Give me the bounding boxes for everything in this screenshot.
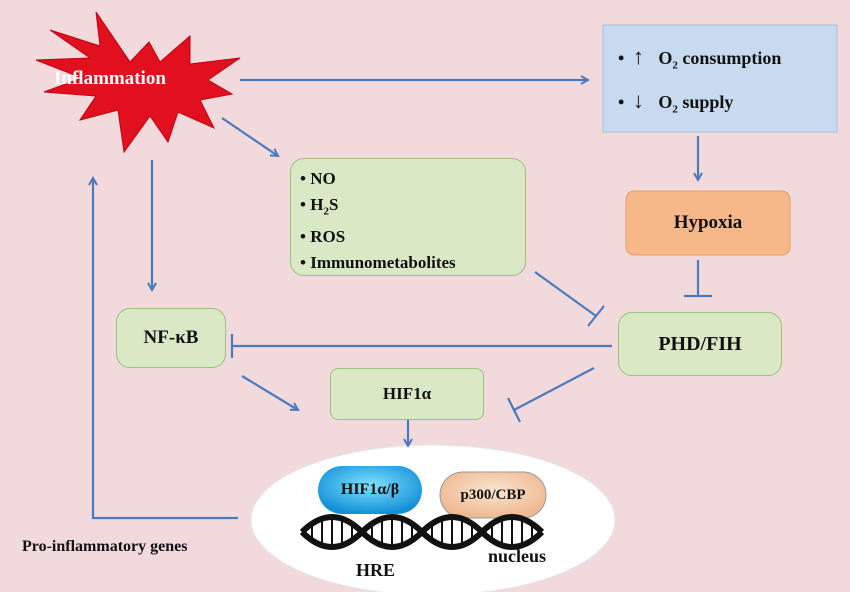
mediator-immuno-bullet: • — [300, 253, 306, 273]
mediator-ros-text: ROS — [310, 227, 346, 247]
arrow-nfkb-to-nucleus — [241, 375, 298, 410]
mediator-no-text: NO — [310, 169, 336, 188]
mediator-h2s-sub: 2 — [323, 205, 329, 218]
mediators-box — [290, 158, 526, 276]
mediator-immuno-text: Immunometabolites — [310, 253, 456, 273]
mediator-h2s-prefix: H — [310, 195, 324, 214]
down-arrow-icon: ↓ — [632, 88, 644, 113]
nfkb-box: NF-κB — [116, 308, 226, 368]
o2-supply-prefix: O — [658, 92, 673, 112]
hypoxia-label: Hypoxia — [673, 212, 743, 233]
pro-inflammatory-genes-label: Pro-inflammatory genes — [22, 538, 188, 555]
nucleus-ellipse — [250, 444, 616, 592]
p300-label: p300/CBP — [460, 486, 526, 503]
phd-fih-box: PHD/FIH — [618, 312, 782, 376]
nucleus-label: nucleus — [488, 546, 547, 566]
p300-capsule — [439, 471, 547, 519]
arrow-genes-to-inflammation — [93, 178, 238, 520]
inhibit-phd-hif1a-bar — [507, 397, 521, 423]
up-arrow-icon: ↑ — [632, 44, 644, 69]
mediator-h2s-bullet: • — [300, 195, 306, 214]
mediator-ros: • ROS — [300, 224, 456, 250]
inflammation-label: Inflammation — [54, 68, 166, 89]
mediator-ros-bullet: • — [300, 227, 306, 247]
arrow-inflammation-to-mediators — [221, 117, 278, 156]
mediator-no-bullet: • — [300, 169, 306, 188]
mediator-h2s-suffix: S — [328, 195, 339, 214]
dna-helix — [299, 514, 545, 550]
o2-supply-sub: 2 — [672, 103, 678, 116]
o2-box — [602, 24, 838, 133]
o2-bullet-2: • — [618, 92, 625, 112]
hif1a-box: HIF1α — [330, 368, 484, 420]
o2-supply-line: • ↓ O2 supply — [618, 88, 733, 116]
mediator-immuno: • Immunometabolites — [300, 250, 456, 276]
o2-consumption-prefix: O — [658, 48, 673, 68]
inflammation-burst — [35, 11, 241, 154]
hif1ab-label: HIF1α/β — [340, 481, 400, 498]
mediator-h2s: • H2S — [300, 192, 456, 224]
mediators-list: • NO • H2S • ROS • Immunometabolites — [300, 166, 456, 276]
o2-consumption-suffix: consumption — [677, 48, 782, 68]
inhibit-mediators-phd-bar — [587, 305, 605, 327]
mediator-no: • NO — [300, 166, 456, 192]
o2-supply-suffix: supply — [677, 92, 734, 112]
o2-bullet-1: • — [618, 48, 625, 68]
inhibit-mediators-phd — [534, 271, 597, 317]
hre-label: HRE — [356, 560, 396, 580]
hypoxia-box — [625, 190, 791, 256]
o2-consumption-line: • ↑ O2 consumption — [618, 44, 781, 72]
inhibit-phd-hif1a — [513, 367, 595, 411]
o2-consumption-sub: 2 — [672, 59, 678, 72]
hif1ab-capsule — [318, 466, 422, 514]
